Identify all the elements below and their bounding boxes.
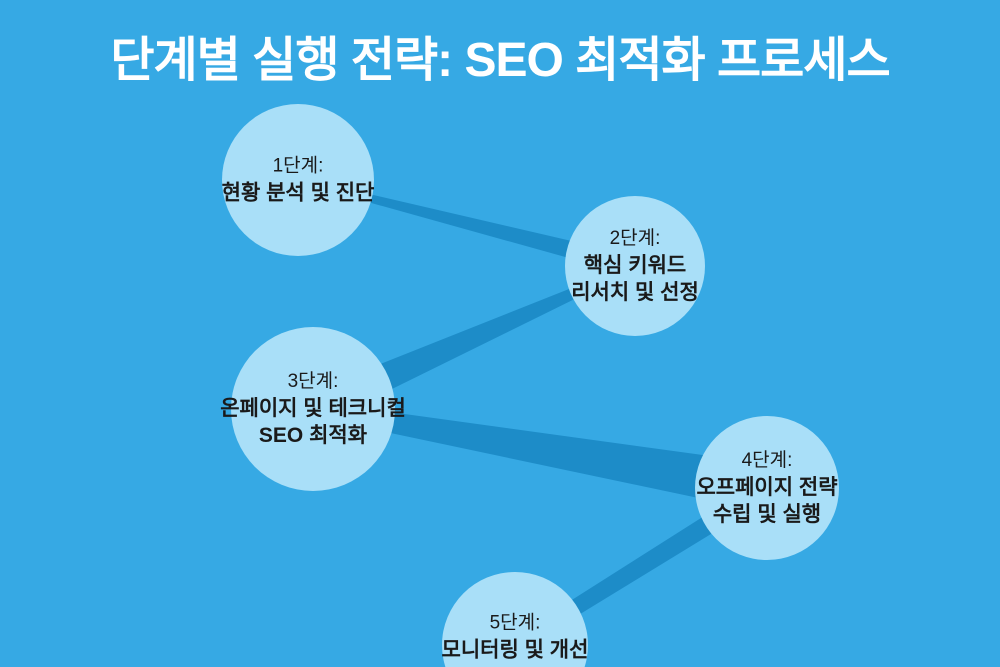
stage-5-stage-text: 5단계: — [489, 612, 541, 634]
stage-2-line-1: 핵심 키워드 — [583, 254, 687, 277]
stage-3-line-2: SEO 최적화 — [258, 424, 368, 447]
stage-5-node — [442, 572, 588, 667]
stage-1-node — [222, 104, 374, 256]
stage-1-stage-text: 1단계: — [272, 155, 324, 177]
stage-4-line-2: 수립 및 실행 — [712, 503, 822, 526]
stage-2-node — [565, 196, 705, 336]
page-title: 단계별 실행 전략: SEO 최적화 프로세스 — [110, 34, 890, 87]
stage-2-line-2: 리서치 및 선정 — [571, 281, 699, 304]
stage-5-line-1: 모니터링 및 개선 — [441, 638, 589, 662]
connector-stage-1-to-stage-2 — [297, 177, 638, 276]
stage-3-stage-text: 3단계: — [287, 371, 339, 392]
stage-2-stage-text: 2단계: — [609, 228, 661, 249]
stage-4-node — [695, 416, 839, 560]
stage-3-line-1: 온페이지 및 테크니컬 — [220, 397, 406, 420]
stage-3-label: 3단계: 온페이지 및 테크니컬 SEO 최적화 — [220, 369, 406, 449]
stage-4-stage-text: 4단계: — [741, 450, 793, 471]
connector-stage-3-to-stage-4 — [311, 401, 772, 512]
stage-5-label: 5단계: 모니터링 및 개선 — [442, 611, 589, 664]
stage-4-line-1: 오프페이지 전략 — [696, 476, 838, 499]
stage-1-line-1: 현황 분석 및 진단 — [221, 181, 375, 205]
stage-1-label: 1단계: 현황 분석 및 진단 — [222, 154, 375, 207]
stage-3-node — [231, 327, 395, 491]
